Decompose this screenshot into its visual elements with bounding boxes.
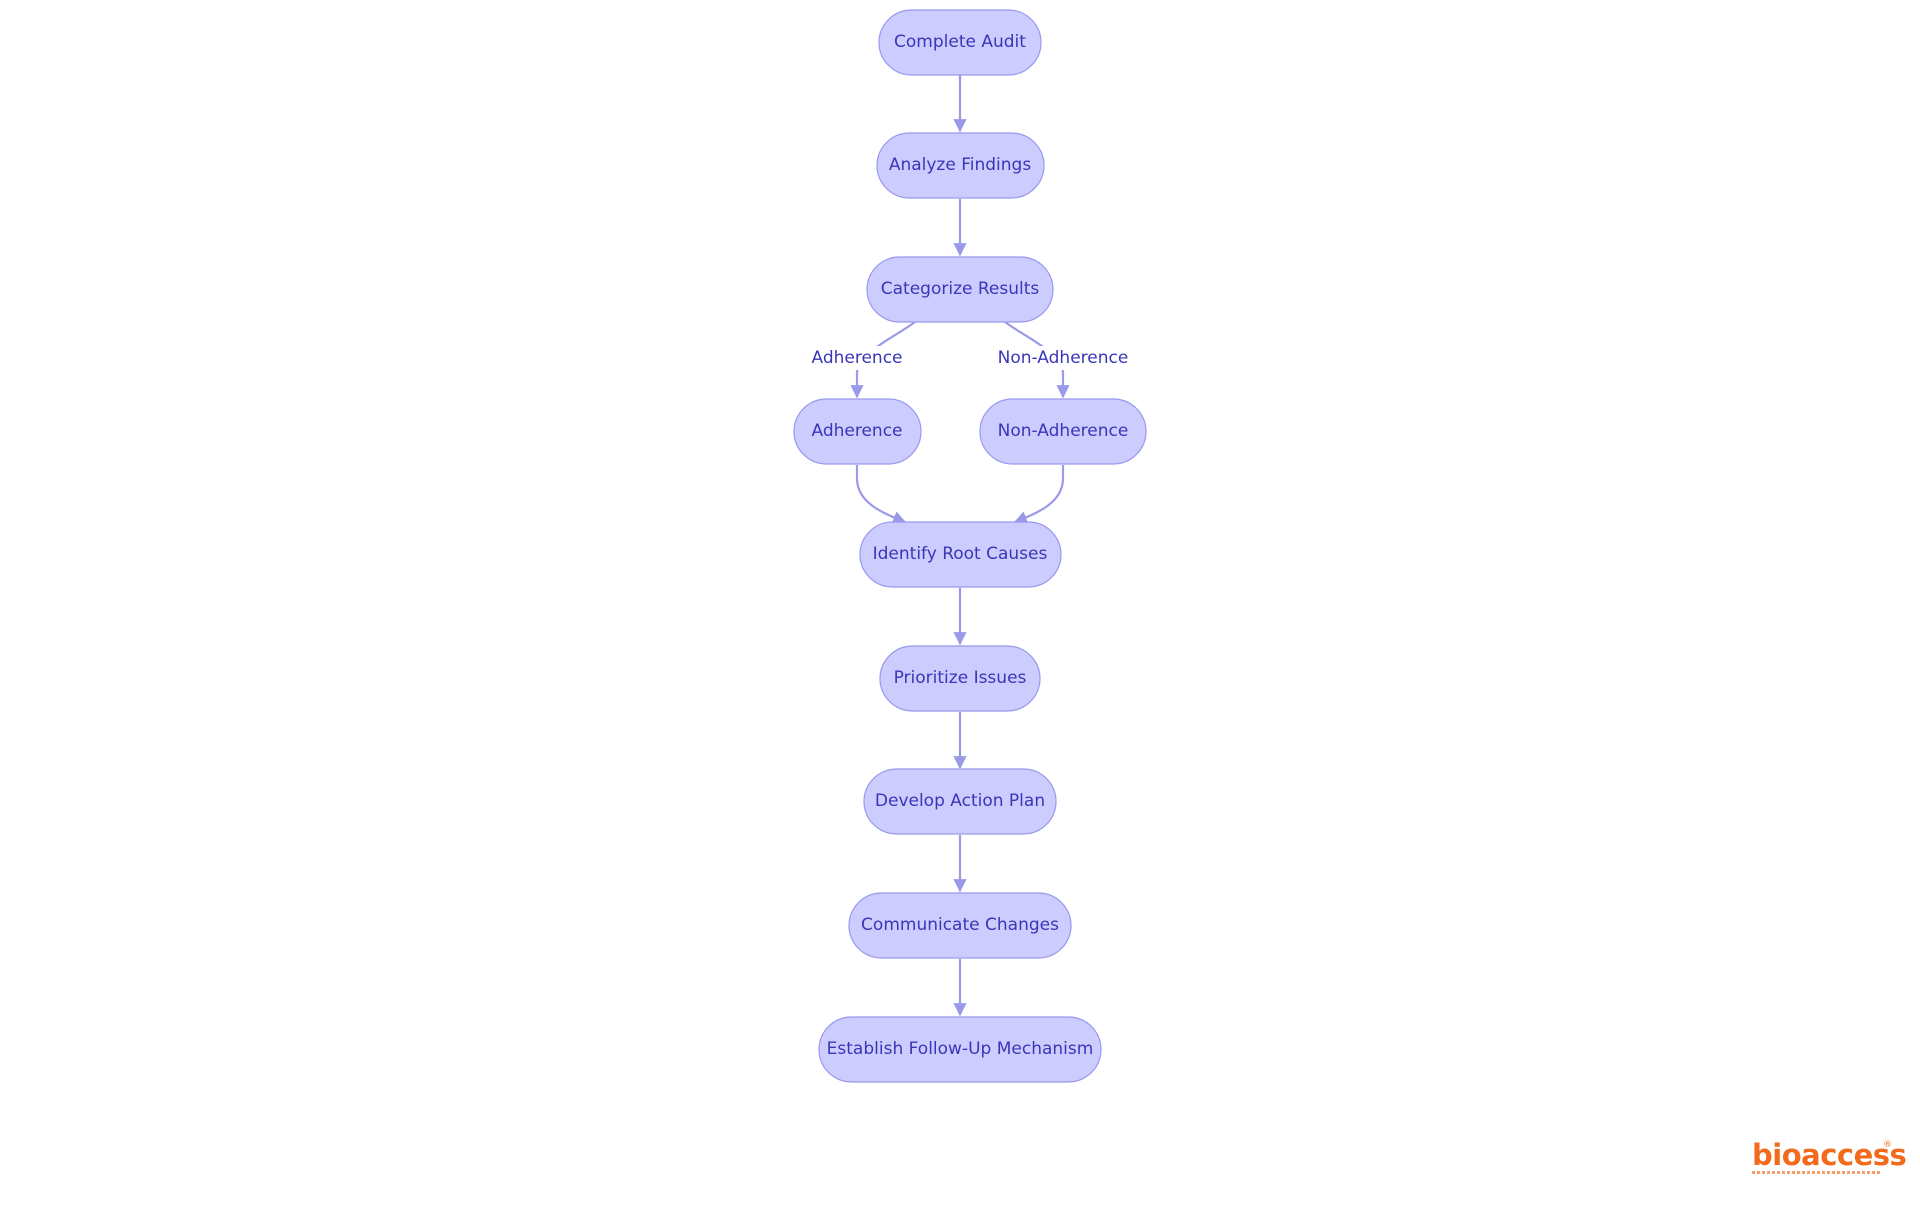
bioaccess-logo: bioaccess ® [1752,1138,1907,1180]
node-identify-root-causes: Identify Root Causes [859,521,1062,588]
node-adherence: Adherence [793,398,922,465]
node-communicate-changes-label: Communicate Changes [861,915,1059,935]
logo-wordmark: bioaccess [1752,1138,1907,1172]
node-develop-action-plan-label: Develop Action Plan [875,791,1045,811]
node-non-adherence: Non-Adherence [979,398,1147,465]
node-analyze-findings: Analyze Findings [876,132,1045,199]
logo-tagline-graphic [1752,1171,1880,1174]
node-analyze-findings-label: Analyze Findings [889,155,1032,175]
edge-adherence-to-identify-root-causes [855,465,907,524]
node-prioritize-issues-label: Prioritize Issues [894,668,1027,688]
edge-non-adherence-to-identify-root-causes [1013,465,1065,524]
node-adherence-label: Adherence [811,421,902,441]
node-communicate-changes: Communicate Changes [848,892,1072,959]
node-non-adherence-label: Non-Adherence [998,421,1129,441]
edge-label-non-adherence-text: Non-Adherence [998,348,1129,368]
node-establish-follow-up-label: Establish Follow-Up Mechanism [827,1039,1094,1059]
node-categorize-results: Categorize Results [866,256,1054,323]
node-identify-root-causes-label: Identify Root Causes [873,544,1048,564]
node-categorize-results-label: Categorize Results [881,279,1040,299]
node-establish-follow-up: Establish Follow-Up Mechanism [818,1016,1102,1083]
node-prioritize-issues: Prioritize Issues [879,645,1041,712]
node-develop-action-plan: Develop Action Plan [863,768,1057,835]
node-complete-audit-label: Complete Audit [894,32,1026,52]
edge-label-non-adherence: Non-Adherence [998,346,1129,370]
registered-mark-icon: ® [1883,1140,1892,1150]
edge-label-adherence: Adherence [811,346,903,370]
edge-label-adherence-text: Adherence [811,348,902,368]
node-complete-audit: Complete Audit [878,9,1042,76]
